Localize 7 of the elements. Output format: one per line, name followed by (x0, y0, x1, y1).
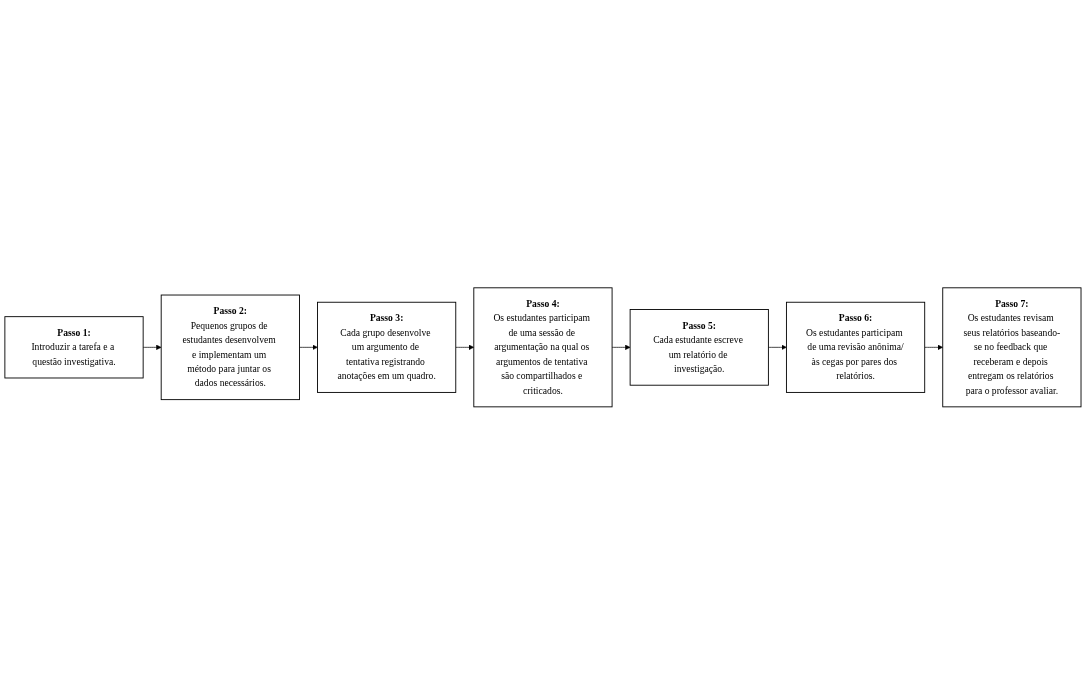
node-box: Passo 2: Pequenos grupos de estudantes desenvolvem e implementam um método para juntar os dados necessários. (160, 294, 300, 401)
node-box: Passo 3: Cada grupo desenvolve um argumento de tentativa registrando anotações em um quadro. (317, 301, 457, 394)
node-box: Passo 1: Introduzir a tarefa e a questão investigativa. (4, 316, 144, 379)
node-box: Passo 6: Os estudantes participam de uma revisão anônima/às cegas por pares dos relatórios. (786, 301, 926, 394)
node-box: Passo 7: Os estudantes revisam seus relatórios baseando-se no feedback que receberam e depois entregam os relatórios para o professor avaliar. (942, 287, 1082, 408)
node-box: Passo 5: Cada estudante escreve um relatório de investigação. (629, 309, 769, 386)
node-box: Passo 4: Os estudantes participam de uma sessão de argumentação na qual os argumentos de tentativa são compartilhados e criticados. (473, 287, 613, 408)
